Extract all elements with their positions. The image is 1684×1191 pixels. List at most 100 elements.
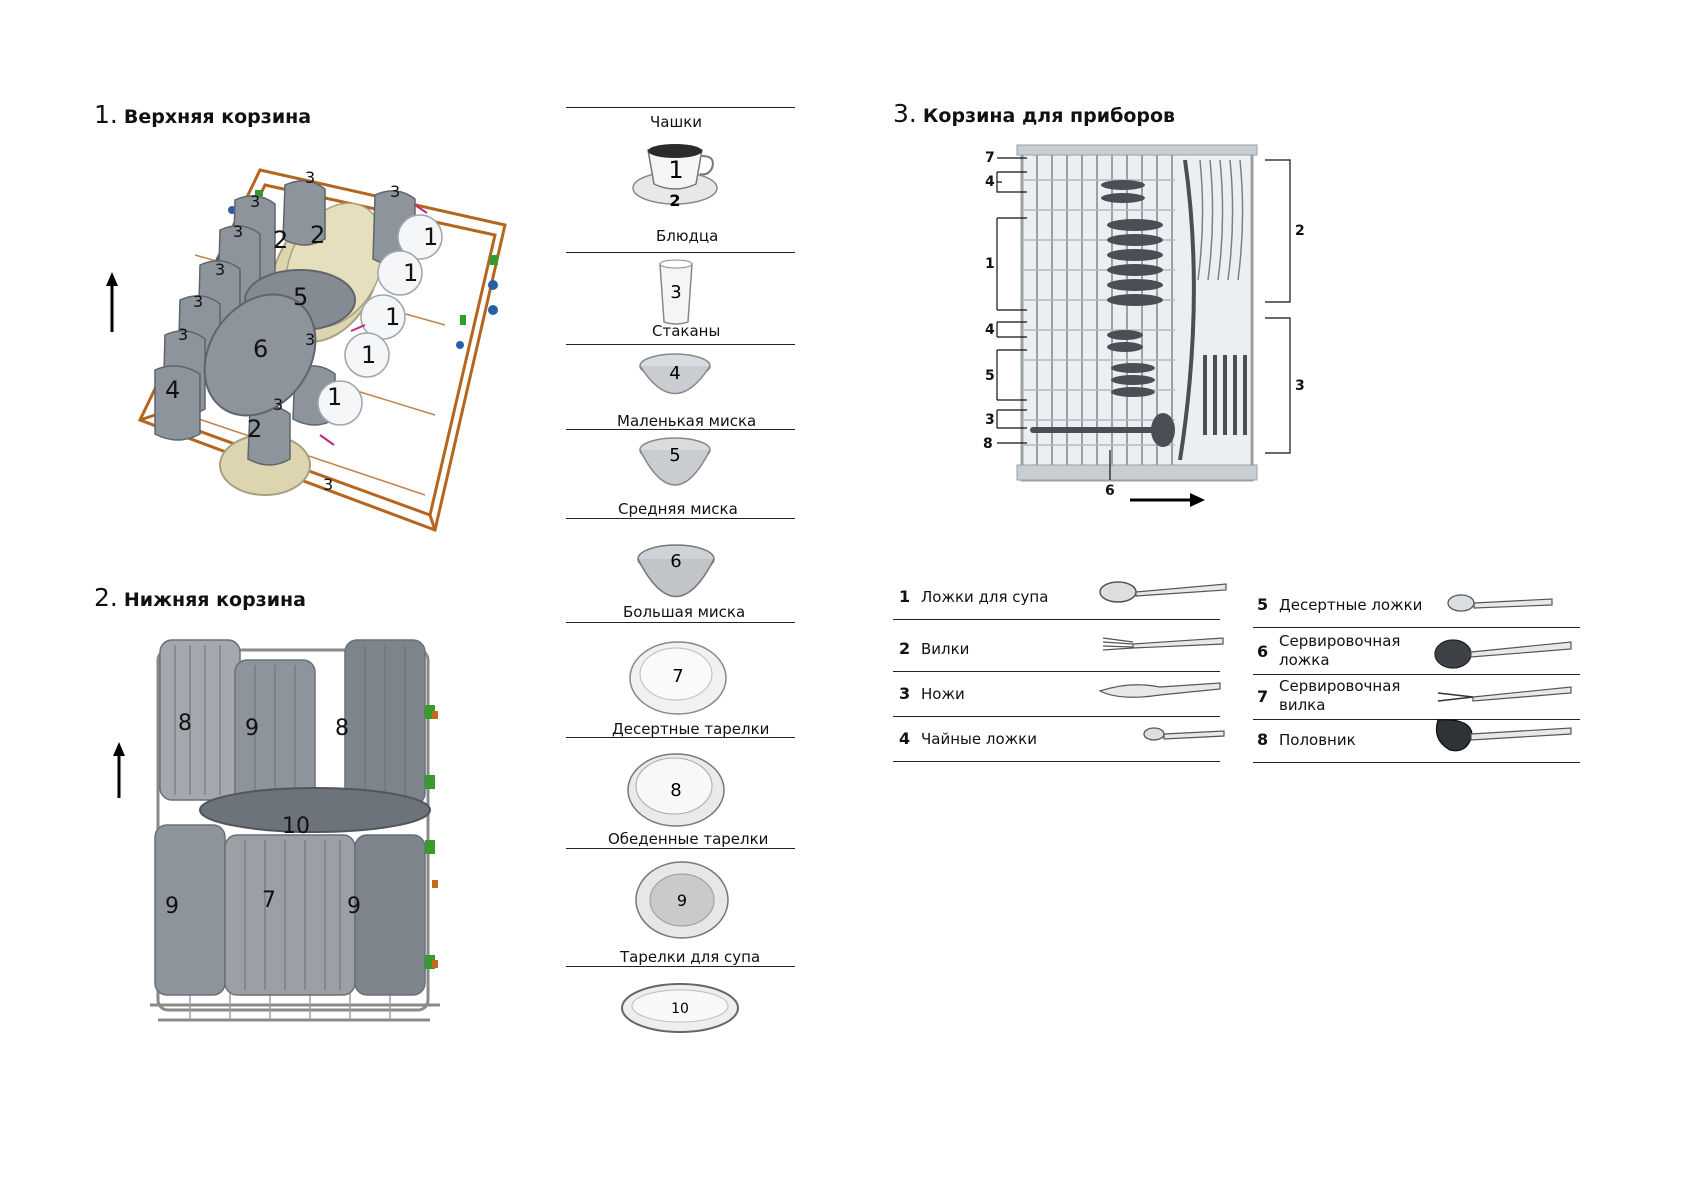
oval-platter-icon: 10: [620, 980, 740, 1044]
dish-number-label: 7: [672, 666, 683, 687]
item-number-label: 9: [245, 716, 259, 741]
dish-number-label: 8: [670, 780, 681, 801]
dish-label: Блюдца: [656, 227, 719, 245]
item-number-label: 3: [178, 325, 188, 344]
cutlery-label: Ножи: [921, 685, 965, 703]
cutlery-label: Десертные ложки: [1279, 596, 1423, 614]
cutlery-label: Чайные ложки: [921, 730, 1037, 748]
item-number-label: 5: [293, 283, 308, 311]
dessert-spoon-icon: [1433, 589, 1578, 629]
legend-divider: [566, 344, 795, 345]
item-number-label: 3: [273, 395, 283, 414]
direction-arrow-icon: [113, 742, 125, 798]
legend-divider: [566, 107, 795, 108]
medium-bowl-icon: 5: [638, 436, 713, 500]
soup-spoon-icon: [1098, 580, 1243, 620]
item-number-label: 3: [305, 168, 315, 187]
cutlery-row: 4 Чайные ложки: [893, 717, 1225, 762]
item-number-label: 5: [985, 368, 995, 384]
item-number-label: 9: [165, 894, 179, 919]
legend-divider: [566, 966, 795, 967]
legend-divider: [566, 518, 795, 519]
dish-number-label: 3: [670, 282, 681, 303]
cutlery-number: 7: [1257, 687, 1269, 706]
large-bowl-icon: 6: [636, 543, 716, 612]
item-number-label: 6: [1105, 483, 1115, 499]
section-number: 3.: [893, 99, 917, 128]
cutlery-row: 2 Вилки: [893, 627, 1224, 672]
item-number-label: 8: [178, 711, 192, 736]
dish-number-label: 4: [669, 363, 680, 384]
item-number-label: 10: [282, 814, 310, 839]
item-number-label: 2: [1295, 223, 1305, 239]
legend-divider: [566, 737, 795, 738]
dish-number-label: 9: [677, 891, 687, 910]
item-number-label: 3: [233, 222, 243, 241]
knife-icon: [1098, 677, 1243, 717]
dish-number-label: 10: [671, 1001, 689, 1017]
item-number-label: 1: [423, 223, 438, 251]
dish-label: Средняя миска: [618, 500, 738, 518]
direction-arrow-icon: [106, 272, 118, 332]
cutlery-number: 5: [1257, 595, 1269, 614]
item-number-label: 1: [327, 383, 342, 411]
item-number-label: 6: [253, 335, 268, 363]
item-number-label: 1: [385, 303, 400, 331]
item-number-label: 2: [273, 226, 288, 254]
ladle-icon: [1433, 718, 1578, 758]
lower-basket-title: 2.Нижняя корзина: [94, 583, 306, 612]
cutlery-row: 7 Сервировочная вилка: [1253, 675, 1580, 720]
legend-divider: [566, 429, 795, 430]
teaspoon-icon: [1098, 722, 1243, 762]
cutlery-number: 2: [899, 639, 911, 658]
dinner-plate-icon: 8: [626, 752, 726, 836]
legend-divider: [566, 622, 795, 623]
dish-number-label: 6: [670, 551, 681, 572]
cutlery-number: 4: [899, 729, 911, 748]
section-title-text: Нижняя корзина: [123, 589, 306, 611]
cutlery-label: Сервировочная вилка: [1279, 677, 1401, 714]
cutlery-row: 5 Десертные ложки: [1253, 583, 1580, 628]
item-number-label: 4: [985, 322, 995, 338]
section-title-text: Корзина для приборов: [922, 105, 1176, 127]
glass-icon: 3: [656, 258, 696, 332]
item-number-label: 3: [1295, 378, 1305, 394]
item-number-label: 9: [347, 894, 361, 919]
item-number-label: 3: [250, 192, 260, 211]
legend-divider: [566, 848, 795, 849]
dish-label: Большая миска: [623, 603, 746, 621]
item-number-label: 1: [985, 256, 995, 272]
cutlery-number: 8: [1257, 730, 1269, 749]
item-number-label: 8: [335, 716, 349, 741]
item-number-label: 3: [390, 182, 400, 201]
fork-icon: [1098, 632, 1243, 672]
item-number-label: 8: [983, 436, 993, 452]
item-number-label: 2: [247, 415, 262, 443]
cutlery-number: 1: [899, 587, 911, 606]
item-number-label: 3: [215, 260, 225, 279]
legend-divider: [566, 252, 795, 253]
direction-arrow-icon: [1130, 493, 1205, 507]
dish-label: Чашки: [650, 113, 703, 131]
item-number-label: 3: [305, 330, 315, 349]
dish-number-label: 1: [668, 156, 683, 184]
item-number-label: 3: [985, 412, 995, 428]
item-number-label: 1: [403, 259, 418, 287]
item-number-label: 1: [361, 341, 376, 369]
dish-label: Десертные тарелки: [612, 720, 770, 738]
cutlery-row: 1 Ложки для супа: [893, 575, 1227, 620]
cutlery-basket-title: 3.Корзина для приборов: [893, 99, 1175, 128]
section-number: 1.: [94, 100, 118, 129]
cutlery-label: Вилки: [921, 640, 970, 658]
upper-basket-title: 1.Верхняя корзина: [94, 100, 311, 129]
small-bowl-icon: 4: [638, 352, 713, 406]
dish-label: Тарелки для супа: [620, 948, 761, 966]
item-number-label: 4: [165, 376, 180, 404]
cutlery-label: Ложки для супа: [921, 588, 1049, 606]
serving-spoon-icon: [1433, 636, 1578, 676]
